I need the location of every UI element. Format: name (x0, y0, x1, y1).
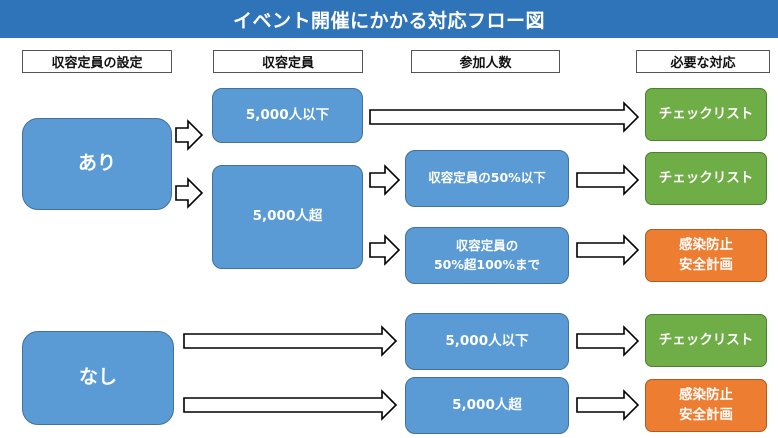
response-checklist-3: チェックリスト (645, 314, 767, 367)
node-label: 収容定員の 50%超100%まで (433, 238, 541, 272)
arrow-nashi-under-5000-to-checklist (576, 325, 640, 357)
node-label: 5,000人以下 (245, 106, 330, 123)
response-label: チェックリスト (658, 169, 754, 186)
response-checklist-1: チェックリスト (645, 88, 767, 141)
response-label: チェックリスト (658, 331, 754, 348)
node-label: 5,000人超 (252, 208, 323, 225)
arrow-under-5000-to-checklist (369, 101, 640, 133)
header-response: 必要な対応 (636, 50, 770, 73)
arrow-ari-to-under-5000 (175, 119, 204, 151)
node-label: 5,000人超 (452, 396, 522, 413)
arrow-nashi-to-over-5000 (183, 389, 398, 421)
arrow-50-100-to-plan (576, 234, 640, 266)
arrow-nashi-over-5000-to-plan (576, 389, 640, 421)
arrow-ari-to-over-5000 (175, 177, 204, 209)
node-nashi-over-5000: 5,000人超 (405, 377, 569, 434)
response-safety-plan-2: 感染防止 安全計画 (645, 379, 767, 432)
node-ari: あり (22, 118, 172, 210)
response-label: チェックリスト (658, 105, 754, 122)
node-label: 収容定員の50%以下 (428, 170, 546, 186)
response-safety-plan-1: 感染防止 安全計画 (645, 229, 767, 282)
page-title: イベント開催にかかる対応フロー図 (0, 0, 778, 38)
node-capacity-over-5000: 5,000人超 (212, 165, 363, 269)
arrow-over-5000-to-under-50 (369, 164, 401, 196)
response-checklist-2: チェックリスト (645, 152, 767, 205)
arrow-over-5000-to-50-100 (369, 234, 401, 266)
arrow-under-50-to-checklist (576, 164, 640, 196)
node-nashi: なし (22, 331, 174, 425)
arrow-nashi-to-under-5000 (183, 325, 398, 357)
header-capacity-setting: 収容定員の設定 (22, 50, 172, 73)
node-label: 5,000人以下 (445, 332, 529, 349)
node-label: あり (77, 152, 116, 175)
response-label: 感染防止 安全計画 (679, 236, 733, 273)
node-label: なし (78, 366, 117, 389)
node-participants-under-50pct: 収容定員の50%以下 (405, 150, 569, 207)
node-capacity-under-5000: 5,000人以下 (212, 88, 363, 143)
node-participants-50-100pct: 収容定員の 50%超100%まで (405, 227, 569, 284)
response-label: 感染防止 安全計画 (679, 386, 733, 423)
node-nashi-under-5000: 5,000人以下 (405, 313, 569, 370)
header-capacity: 収容定員 (213, 50, 363, 73)
header-participants: 参加人数 (411, 50, 560, 73)
